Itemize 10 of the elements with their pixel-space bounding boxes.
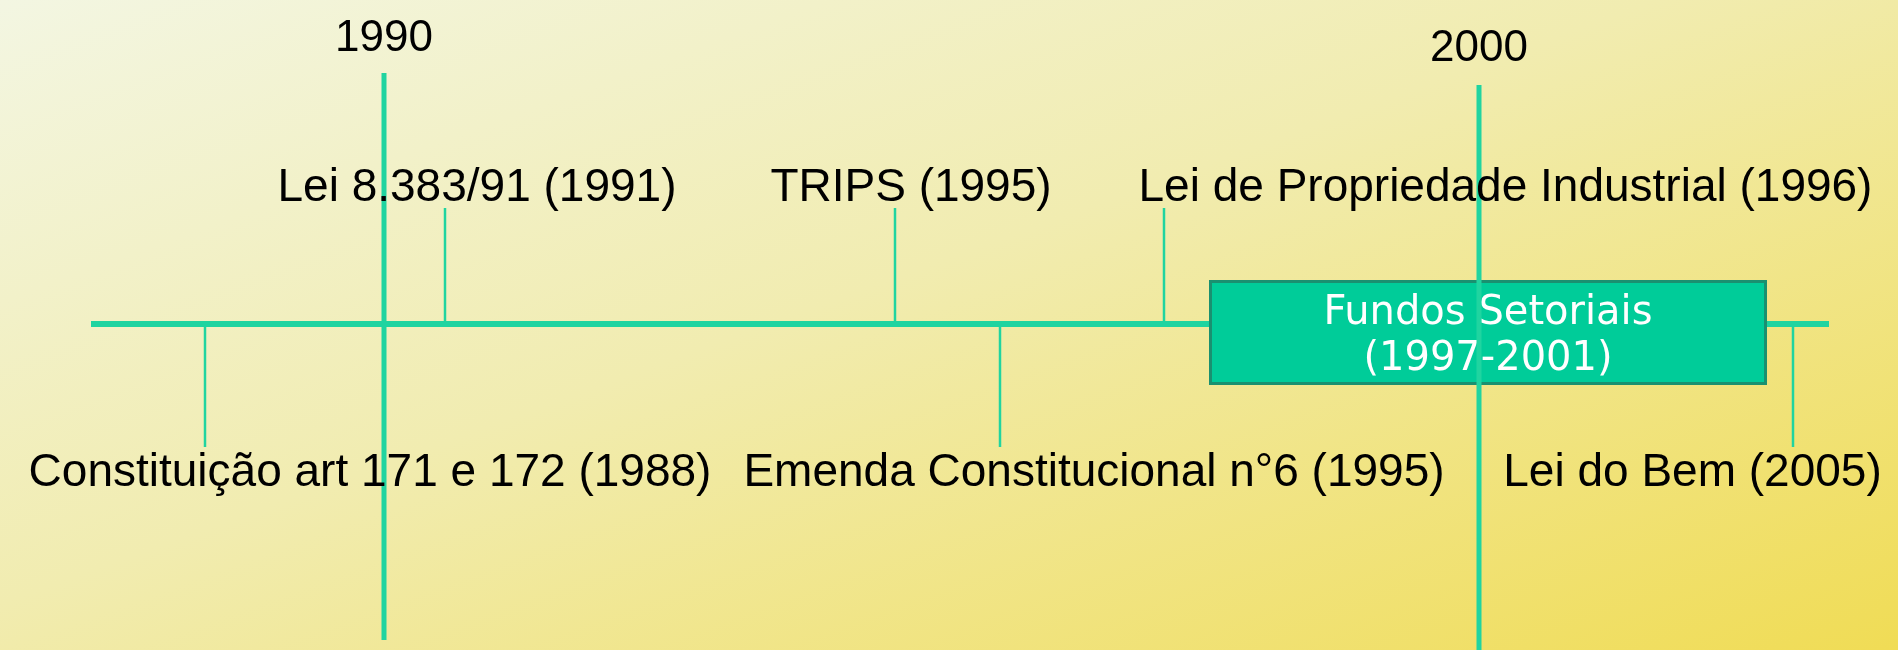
tick-line: [443, 208, 447, 321]
period-box: Fundos Setoriais (1997-2001): [1209, 280, 1767, 385]
timeline-bar: [91, 321, 1209, 327]
tick-line: [893, 208, 897, 321]
tick-line: [1162, 208, 1166, 321]
year-label: 1990: [335, 13, 433, 59]
tick-line: [998, 327, 1002, 447]
year-label: 2000: [1430, 23, 1528, 69]
tick-line: [203, 327, 207, 447]
tick-line: [1791, 327, 1795, 447]
